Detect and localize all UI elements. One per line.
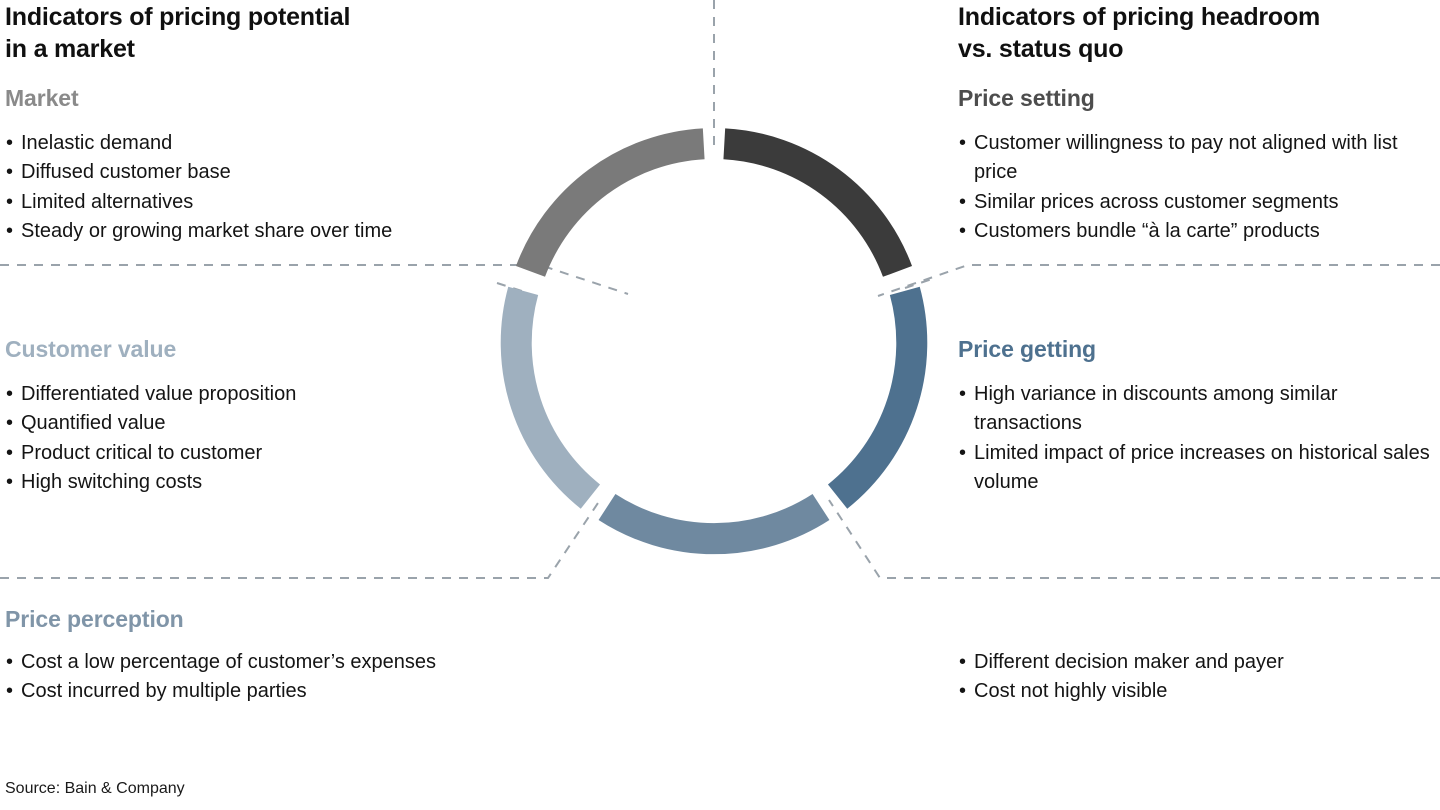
list-item: High variance in discounts among similar… [958, 380, 1440, 439]
section-heading-customer-value: Customer value [5, 336, 177, 362]
divider-left-upper [0, 264, 629, 295]
ring-segment-price-setting [723, 128, 913, 278]
list-item: Customers bundle “à la carte” products [958, 217, 1440, 247]
list-item: Diffused customer base [5, 158, 525, 188]
list-item: Differentiated value proposition [5, 380, 485, 410]
section-heading-price-setting: Price setting [958, 85, 1095, 111]
list-item: Customer willingness to pay not aligned … [958, 129, 1440, 188]
divider-left-lower [0, 499, 601, 579]
page-title-right: Indicators of pricing headroom vs. statu… [958, 2, 1438, 65]
list-item: Cost not highly visible [958, 677, 1440, 707]
page-title-left: Indicators of pricing potential in a mar… [5, 2, 475, 65]
bullet-list-market: Inelastic demand Diffused customer base … [5, 129, 525, 247]
bullet-list-price-perception-right: Different decision maker and payer Cost … [958, 648, 1440, 707]
ring-segment-price-getting [827, 286, 928, 509]
bullet-list-price-setting: Customer willingness to pay not aligned … [958, 129, 1440, 247]
page-title-right-line1: Indicators of pricing headroom [958, 3, 1321, 31]
section-heading-price-getting: Price getting [958, 336, 1097, 362]
section-heading-market: Market [5, 85, 79, 111]
list-item: Quantified value [5, 409, 485, 439]
list-item: High switching costs [5, 468, 485, 498]
page-title-left-line1: Indicators of pricing potential [5, 3, 351, 31]
ring-segment-customer-value [500, 286, 601, 509]
divider-right-upper-stub [904, 277, 936, 289]
divider-right-lower [828, 499, 1440, 579]
section-heading-price-perception: Price perception [5, 606, 184, 632]
ring-segment-price-perception [598, 493, 830, 555]
divider-left-upper-stub [496, 282, 526, 293]
page-title-left-line2: in a market [5, 34, 135, 63]
list-item: Cost incurred by multiple parties [5, 677, 565, 707]
list-item: Product critical to customer [5, 439, 485, 469]
source-note: Source: Bain & Company [5, 780, 185, 797]
list-item: Limited alternatives [5, 188, 525, 218]
page-title-right-line2: vs. status quo [958, 34, 1124, 63]
list-item: Different decision maker and payer [958, 648, 1440, 678]
ring-segments [500, 128, 928, 555]
list-item: Similar prices across customer segments [958, 188, 1440, 218]
list-item: Steady or growing market share over time [5, 217, 525, 247]
list-item: Inelastic demand [5, 129, 525, 159]
list-item: Cost a low percentage of customer’s expe… [5, 648, 565, 678]
bullet-list-price-perception-left: Cost a low percentage of customer’s expe… [5, 648, 565, 707]
bullet-list-customer-value: Differentiated value proposition Quantif… [5, 380, 485, 498]
divider-right-upper [877, 264, 1440, 297]
ring-segment-market [515, 128, 705, 278]
bullet-list-price-getting: High variance in discounts among similar… [958, 380, 1440, 498]
list-item: Limited impact of price increases on his… [958, 439, 1440, 498]
